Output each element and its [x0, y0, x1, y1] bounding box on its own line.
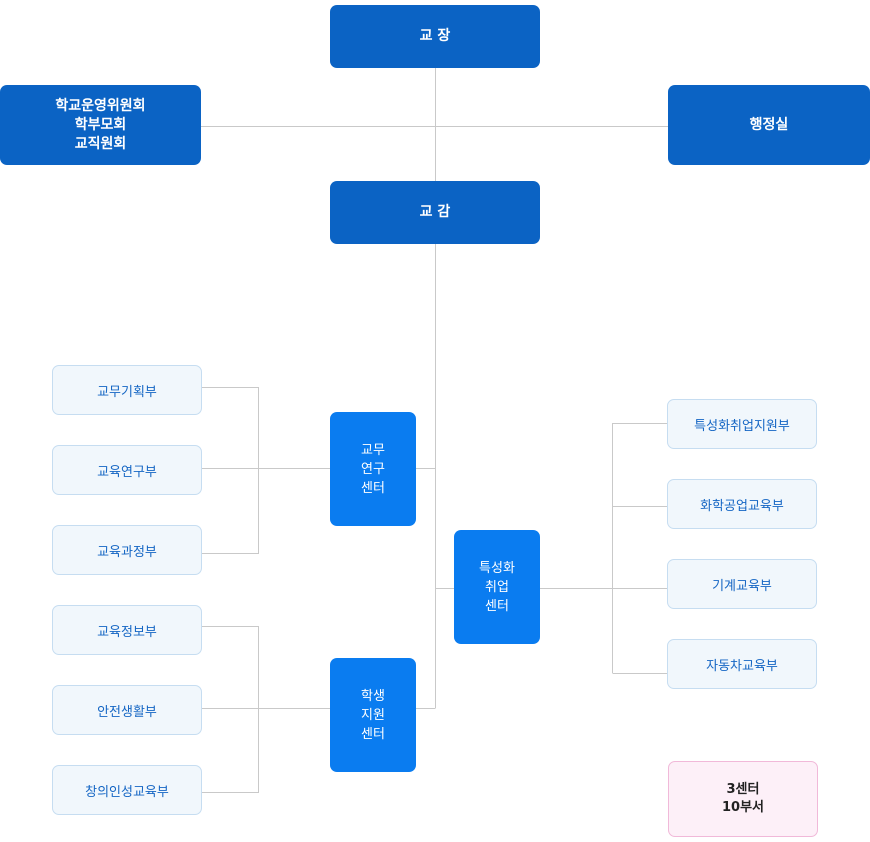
admin-office-box: 행정실 — [668, 85, 870, 165]
dept-safety-life: 안전생활부 — [52, 685, 202, 735]
dept-creativity-character: 창의인성교육부 — [52, 765, 202, 815]
career-employment-center-box: 특성화 취업 센터 — [454, 530, 540, 644]
dept-chemical-engineering: 화학공업교육부 — [667, 479, 817, 529]
dept-education-information: 교육정보부 — [52, 605, 202, 655]
dept-education-research: 교육연구부 — [52, 445, 202, 495]
academic-research-center-box: 교무 연구 센터 — [330, 412, 416, 526]
dept-mechanical: 기계교육부 — [667, 559, 817, 609]
dept-automotive: 자동차교육부 — [667, 639, 817, 689]
principal-box: 교 장 — [330, 5, 540, 68]
committees-box: 학교운영위원회 학부모회 교직원회 — [0, 85, 201, 165]
dept-curriculum: 교육과정부 — [52, 525, 202, 575]
dept-specialized-employment: 특성화취업지원부 — [667, 399, 817, 449]
student-support-center-box: 학생 지원 센터 — [330, 658, 416, 772]
vice-principal-box: 교 감 — [330, 181, 540, 244]
dept-academic-planning: 교무기획부 — [52, 365, 202, 415]
summary-box: 3센터 10부서 — [668, 761, 818, 837]
